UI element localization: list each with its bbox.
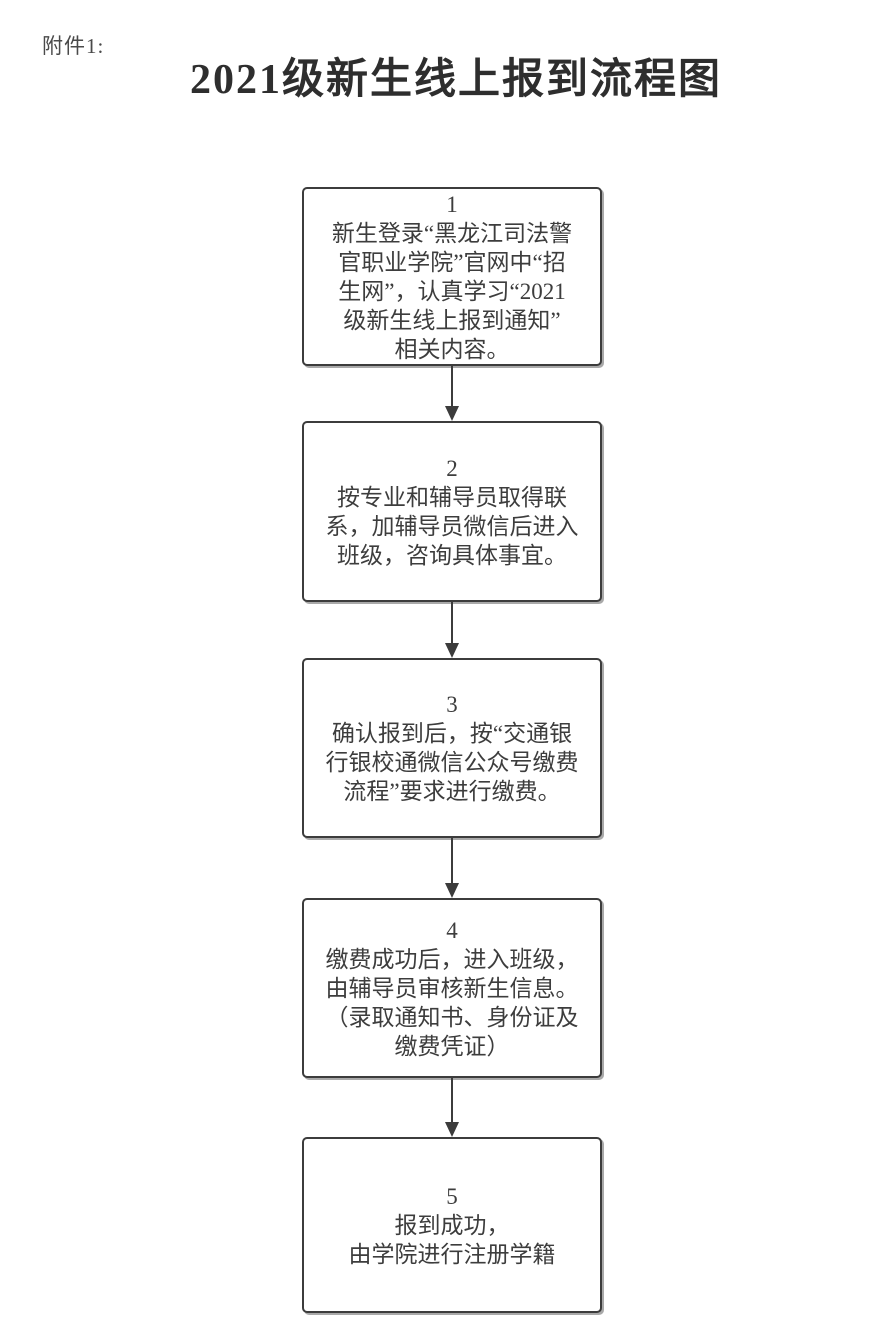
step-number: 5 bbox=[446, 1183, 458, 1209]
step-number: 3 bbox=[446, 692, 458, 717]
arrow-line bbox=[451, 1078, 453, 1124]
flow-step-4: 4 缴费成功后，进入班级， 由辅导员审核新生信息。 （录取通知书、身份证及 缴费… bbox=[302, 898, 602, 1078]
step-number: 2 bbox=[446, 455, 458, 481]
step-text: 报到成功， 由学院进行注册学籍 bbox=[348, 1212, 556, 1267]
step-number: 4 bbox=[446, 917, 458, 943]
flow-arrow-3-4 bbox=[444, 838, 460, 898]
step-text: 确认报到后，按“交通银 行银校通微信公众号缴费 流程”要求进行缴费。 bbox=[325, 721, 579, 804]
arrow-line bbox=[451, 838, 453, 885]
step-number: 1 bbox=[446, 191, 458, 217]
flow-arrow-4-5 bbox=[444, 1078, 460, 1137]
flow-step-3: 3 确认报到后，按“交通银 行银校通微信公众号缴费 流程”要求进行缴费。 bbox=[302, 658, 602, 838]
flow-step-2: 2 按专业和辅导员取得联 系，加辅导员微信后进入 班级，咨询具体事宜。 bbox=[302, 421, 602, 602]
arrow-down-icon bbox=[445, 883, 459, 898]
flow-step-5: 5 报到成功， 由学院进行注册学籍 bbox=[302, 1137, 602, 1313]
flow-arrow-1-2 bbox=[444, 366, 460, 421]
page-title: 2021级新生线上报到流程图 bbox=[189, 57, 722, 103]
arrow-down-icon bbox=[445, 643, 459, 658]
step-text: 新生登录“黑龙江司法警 官职业学院”官网中“招 生网”，认真学习“2021 级新… bbox=[331, 220, 573, 362]
step-text: 缴费成功后，进入班级， 由辅导员审核新生信息。 （录取通知书、身份证及 缴费凭证… bbox=[325, 946, 579, 1059]
flow-step-1: 1 新生登录“黑龙江司法警 官职业学院”官网中“招 生网”，认真学习“2021 … bbox=[302, 187, 602, 366]
step-text: 按专业和辅导员取得联 系，加辅导员微信后进入 班级，咨询具体事宜。 bbox=[325, 484, 579, 568]
flow-arrow-2-3 bbox=[444, 602, 460, 658]
attachment-label: 附件1: bbox=[42, 34, 105, 58]
arrow-down-icon bbox=[445, 406, 459, 421]
arrow-line bbox=[451, 366, 453, 408]
arrow-line bbox=[451, 602, 453, 645]
arrow-down-icon bbox=[445, 1122, 459, 1137]
